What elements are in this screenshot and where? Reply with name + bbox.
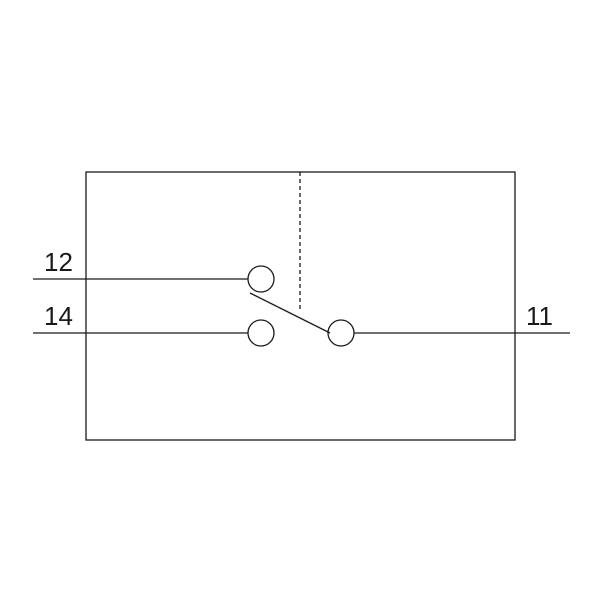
terminal-11-label: 11	[526, 301, 553, 331]
switch-blade	[249, 292, 331, 334]
terminal-12-label: 12	[44, 247, 73, 277]
nc-contact-circle	[247, 265, 275, 293]
common-contact-circle	[327, 319, 355, 347]
no-contact-circle	[247, 319, 275, 347]
terminal-14-label: 14	[44, 301, 73, 331]
